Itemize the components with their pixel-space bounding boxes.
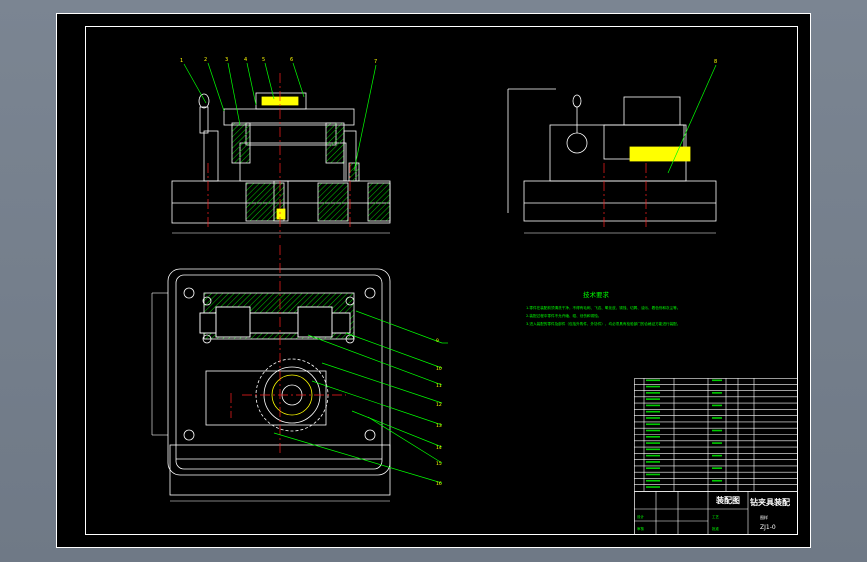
svg-text:技术要求: 技术要求 (583, 290, 610, 299)
outer-frame (56, 13, 811, 548)
front-leader-numbers: 1 2 3 4 5 6 7 (180, 57, 377, 65)
sign-row-4: 批准 (712, 526, 720, 531)
svg-text:8: 8 (714, 59, 717, 65)
svg-text:5: 5 (262, 57, 265, 63)
bom-entry-mark (712, 467, 722, 469)
drawing-code: ZJ1-0 (760, 524, 776, 531)
bom-entry-mark (646, 454, 660, 457)
bom-entry-mark (712, 429, 722, 432)
bom-entry-mark (646, 448, 660, 451)
svg-text:12: 12 (436, 402, 442, 408)
bom-entry-mark (646, 479, 660, 482)
assembly-drawing: 1 2 3 4 5 6 7 8 (56, 13, 811, 548)
side-base-plate (523, 180, 717, 222)
drawing-type: 装配图 (715, 495, 740, 505)
side-view (507, 88, 717, 222)
bom-entry-mark (646, 410, 660, 413)
bom-entry-mark (646, 436, 660, 438)
svg-text:2: 2 (204, 57, 207, 63)
bom-entry-mark (712, 442, 722, 444)
svg-text:7: 7 (374, 59, 377, 65)
drawing-title: 钻夹具装配 (750, 497, 790, 507)
svg-text:1.零件在装配前须清洗干净，不得有毛刺、飞边、氧化皮、锈蚀、: 1.零件在装配前须清洗干净，不得有毛刺、飞边、氧化皮、锈蚀、切屑、油污、着色剂和… (526, 305, 680, 310)
bom-entry-mark (712, 379, 722, 382)
front-leaders (183, 62, 377, 172)
inner-frame (85, 26, 798, 535)
dimension-lines (151, 232, 716, 502)
bom-entry-mark (712, 417, 722, 419)
bom-entry-mark (646, 385, 660, 388)
bom-entry-mark (646, 417, 660, 419)
svg-text:14: 14 (436, 445, 442, 451)
bom-table (634, 378, 798, 492)
svg-text:6: 6 (290, 57, 293, 63)
sign-row-3: 工艺 (712, 514, 720, 519)
svg-text:16: 16 (436, 481, 442, 487)
bom-entry-mark (646, 392, 660, 394)
plan-view (167, 268, 391, 496)
bom-entry-mark (646, 486, 660, 488)
svg-text:3.进入装配的零件及部件（包括外购件、外协件），均必须具有检: 3.进入装配的零件及部件（包括外购件、外协件），均必须具有检验部门的合格证方能进… (526, 321, 680, 326)
plan-leaders (273, 310, 448, 484)
sign-row-1: 设计 (637, 514, 645, 519)
plan-leader-numbers: 9 10 11 12 13 14 15 16 (436, 338, 442, 487)
svg-text:10: 10 (436, 366, 442, 372)
plan-centerlines (230, 245, 346, 453)
cad-viewport[interactable]: 1 2 3 4 5 6 7 8 (56, 13, 811, 548)
svg-text:9: 9 (436, 338, 439, 344)
bom-entry-mark (712, 479, 722, 482)
bom-entry-mark (646, 379, 660, 382)
bom-entry-mark (646, 398, 660, 400)
plan-base-outline (167, 268, 391, 476)
bom-entry-mark (646, 429, 660, 432)
technical-requirements: 技术要求 1.零件在装配前须清洗干净，不得有毛刺、飞边、氧化皮、锈蚀、切屑、油污… (526, 290, 680, 326)
svg-text:3: 3 (225, 57, 228, 63)
bom-entry-mark (646, 442, 660, 444)
bom-entry-mark (646, 467, 660, 469)
svg-text:15: 15 (436, 461, 442, 467)
bom-entry-mark (646, 423, 660, 426)
svg-text:13: 13 (436, 423, 442, 429)
svg-text:2.装配过程中零件不允许磕、碰、划伤和锈蚀。: 2.装配过程中零件不允许磕、碰、划伤和锈蚀。 (526, 313, 601, 318)
svg-text:4: 4 (244, 57, 247, 63)
bom-entry-mark (646, 473, 660, 476)
title-block: 装配图 钻夹具装配 ZJ1-0 图样 设计 审核 工艺 批准 (634, 491, 798, 535)
front-view (171, 92, 391, 224)
bom-entry-mark (646, 461, 660, 463)
bom-entry-mark (646, 404, 660, 407)
svg-text:11: 11 (436, 383, 442, 389)
scale-label: 图样 (760, 514, 768, 520)
bom-entry-mark (712, 404, 722, 407)
sign-row-2: 审核 (637, 526, 645, 531)
svg-text:1: 1 (180, 58, 183, 64)
bom-entry-mark (712, 392, 722, 394)
bom-entry-mark (712, 454, 722, 457)
